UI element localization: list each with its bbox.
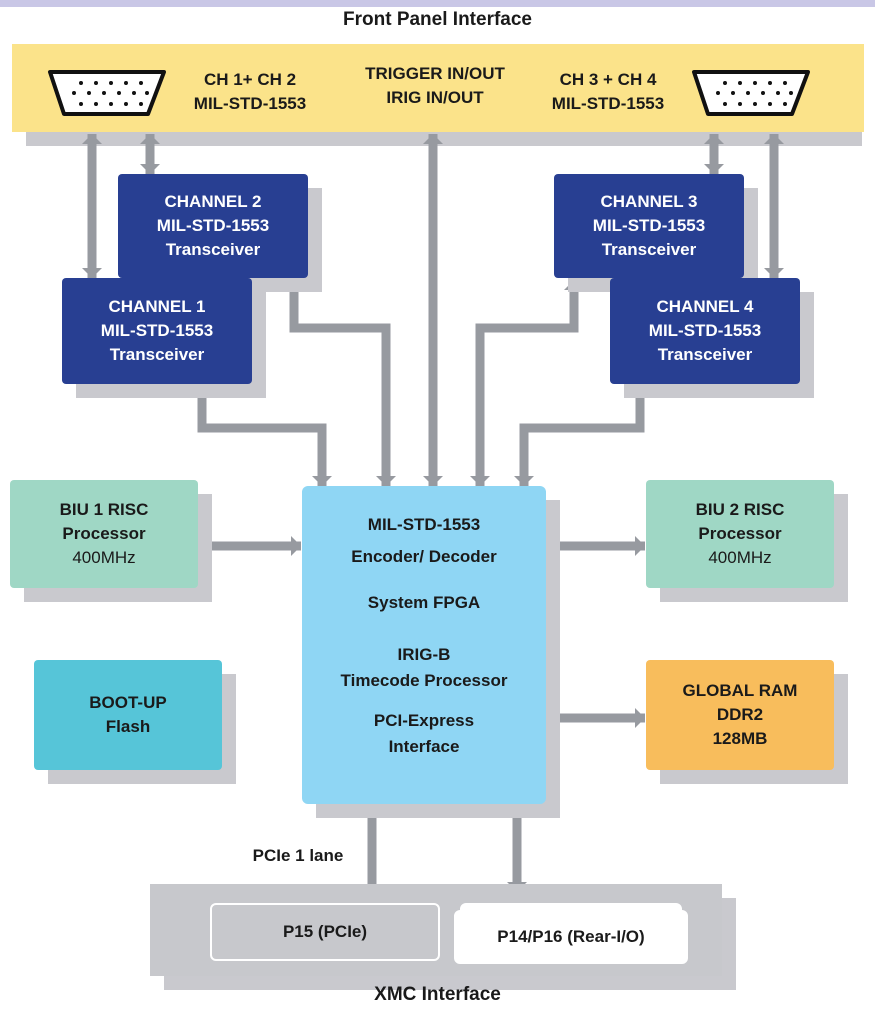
- channel-3-transceiver: CHANNEL 3 MIL-STD-1553 Transceiver: [554, 174, 744, 278]
- front-panel-left-label: CH 1+ CH 2 MIL-STD-1553: [170, 68, 330, 116]
- channel-3-line1: CHANNEL 3: [600, 192, 698, 211]
- arrow-front-channel4-end-head: [764, 268, 784, 278]
- biu1-line3: 400MHz: [72, 548, 136, 567]
- arrow-front-channel3-end-head: [704, 164, 724, 174]
- fpga-line2: Encoder/ Decoder: [351, 547, 497, 566]
- fpga-line3: System FPGA: [367, 593, 481, 612]
- arrow-fpga-biu2-end-head: [635, 536, 645, 556]
- biu2-line2: Processor: [698, 524, 782, 543]
- channel-3-line3: Transceiver: [601, 240, 697, 259]
- channel-1-line1: CHANNEL 1: [108, 297, 206, 316]
- arrow-trigger-irig-end-head: [423, 476, 443, 486]
- arrow-front-channel1-start-head: [82, 134, 102, 144]
- channel-4-line2: MIL-STD-1553: [648, 321, 762, 340]
- channel-2-line1: CHANNEL 2: [164, 192, 262, 211]
- channel-1-line3: Transceiver: [109, 345, 205, 364]
- biu2-line1: BIU 2 RISC: [695, 500, 785, 519]
- front-panel-right-label: CH 3 + CH 4 MIL-STD-1553: [528, 68, 688, 116]
- front-center-line2: IRIG IN/OUT: [386, 88, 484, 107]
- biu1-line1: BIU 1 RISC: [59, 500, 149, 519]
- channel-4-transceiver: CHANNEL 4 MIL-STD-1553 Transceiver: [610, 278, 800, 384]
- channel-4-line3: Transceiver: [657, 345, 753, 364]
- biu2-risc-processor: BIU 2 RISC Processor 400MHz: [646, 480, 834, 588]
- arrow-front-channel2-start-head: [140, 134, 160, 144]
- arrow-fpga-ram-end-head: [635, 708, 645, 728]
- front-right-line1: CH 3 + CH 4: [559, 70, 657, 89]
- channel-4-line1: CHANNEL 4: [656, 297, 754, 316]
- fpga-line4: IRIG-B: [397, 645, 451, 664]
- arrow-channel2-fpga-end-head: [376, 476, 396, 486]
- front-center-line1: TRIGGER IN/OUT: [365, 64, 505, 83]
- channel-2-line3: Transceiver: [165, 240, 261, 259]
- channel-3-line2: MIL-STD-1553: [592, 216, 706, 235]
- ram-line1: GLOBAL RAM: [682, 681, 798, 700]
- arrow-channel2-fpga: [289, 280, 391, 486]
- arrow-channel4-fpga: [519, 386, 645, 486]
- arrow-channel3-fpga-end-head: [470, 476, 490, 486]
- fpga-line7: Interface: [388, 737, 460, 756]
- arrow-front-channel4-start-head: [764, 134, 784, 144]
- ram-line3: 128MB: [712, 729, 768, 748]
- arrow-channel4-fpga-end-head: [514, 476, 534, 486]
- channel-1-transceiver: CHANNEL 1 MIL-STD-1553 Transceiver: [62, 278, 252, 384]
- xmc-interface-title: XMC Interface: [374, 984, 501, 1005]
- p14-p16-rear-io-slot: P14/P16 (Rear-I/O): [454, 910, 688, 964]
- arrow-trigger-irig-start-head: [423, 134, 443, 144]
- biu2-line3: 400MHz: [708, 548, 772, 567]
- biu1-risc-processor: BIU 1 RISC Processor 400MHz: [10, 480, 198, 588]
- channel-2-line2: MIL-STD-1553: [156, 216, 270, 235]
- db-connector-right-icon: [692, 70, 810, 116]
- arrow-channel1-fpga-end-head: [312, 476, 332, 486]
- bootup-line1: BOOT-UP: [89, 693, 167, 712]
- pcie-lane-label: PCIe 1 lane: [252, 846, 344, 865]
- front-left-line1: CH 1+ CH 2: [203, 70, 297, 89]
- biu1-line2: Processor: [62, 524, 146, 543]
- arrow-biu1-fpga-end-head: [291, 536, 301, 556]
- front-left-line2: MIL-STD-1553: [193, 94, 307, 113]
- front-panel-title: Front Panel Interface: [343, 9, 532, 30]
- fpga-line5: Timecode Processor: [340, 671, 508, 690]
- top-accent-bar: [0, 0, 875, 7]
- fpga-line1: MIL-STD-1553: [367, 515, 481, 534]
- arrow-front-channel3-start-head: [704, 134, 724, 144]
- arrow-front-channel1-end-head: [82, 268, 102, 278]
- arrow-channel1-fpga: [197, 386, 327, 486]
- ram-line2: DDR2: [716, 705, 764, 724]
- channel-1-line2: MIL-STD-1553: [100, 321, 214, 340]
- system-fpga: MIL-STD-1553 Encoder/ Decoder System FPG…: [302, 486, 546, 804]
- bootup-line2: Flash: [105, 717, 151, 736]
- front-panel-center-label: TRIGGER IN/OUT IRIG IN/OUT: [340, 62, 530, 110]
- fpga-line6: PCI-Express: [373, 711, 475, 730]
- channel-2-transceiver: CHANNEL 2 MIL-STD-1553 Transceiver: [118, 174, 308, 278]
- global-ram: GLOBAL RAM DDR2 128MB: [646, 660, 834, 770]
- p15-pcie-slot: P15 (PCIe): [210, 903, 440, 961]
- front-right-line2: MIL-STD-1553: [551, 94, 665, 113]
- arrow-channel3-fpga: [475, 280, 579, 486]
- db-connector-left-icon: [48, 70, 166, 116]
- bootup-flash: BOOT-UP Flash: [34, 660, 222, 770]
- arrow-front-channel2-end-head: [140, 164, 160, 174]
